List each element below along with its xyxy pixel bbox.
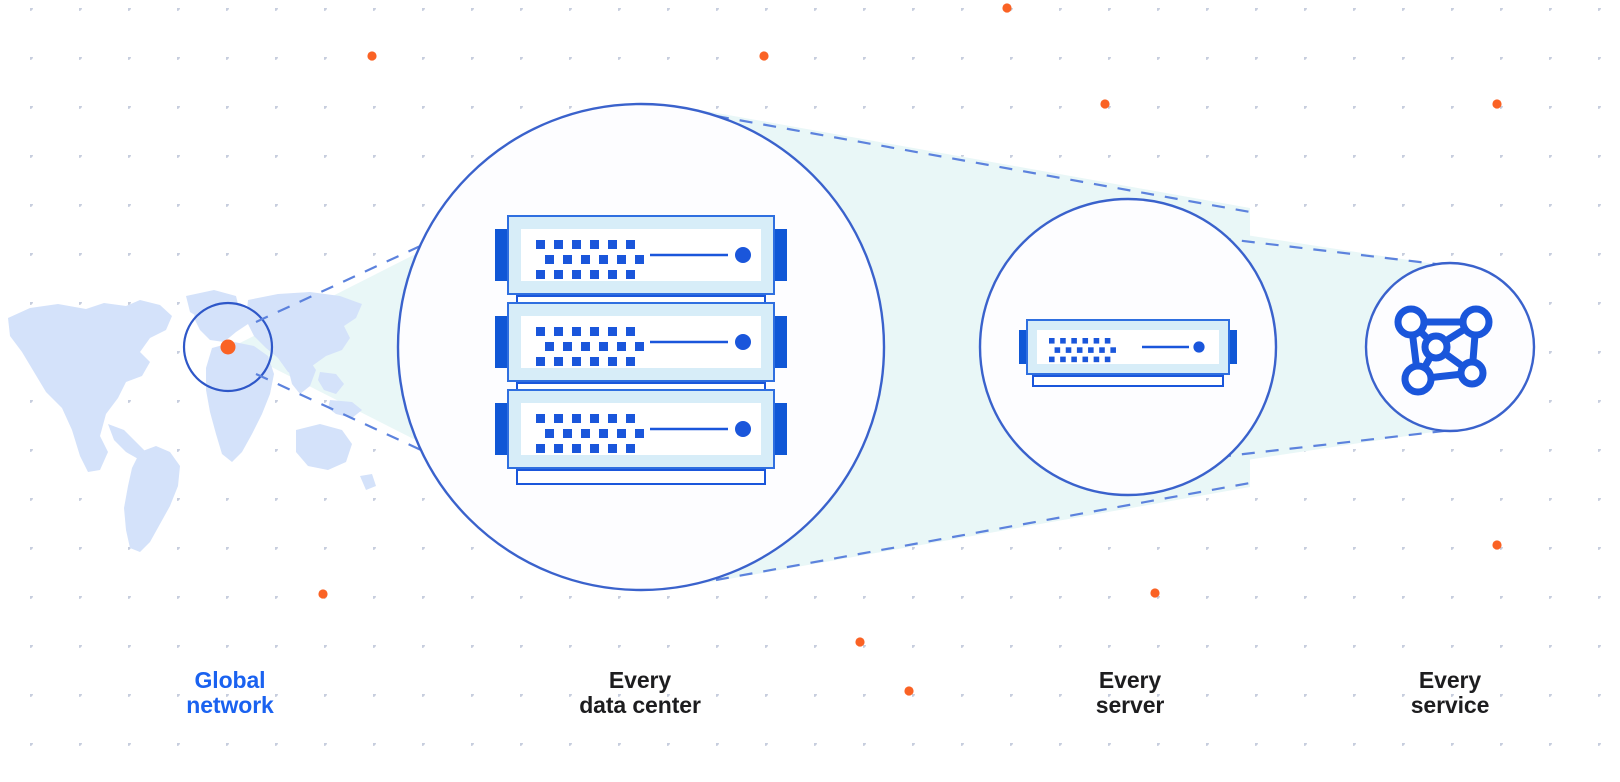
dashed-line-server-bottom bbox=[1217, 426, 1471, 459]
server-rack-icon bbox=[495, 215, 787, 485]
rack-unit-status-dot bbox=[735, 421, 751, 437]
highlight-dot bbox=[904, 686, 914, 696]
highlight-dot bbox=[1150, 588, 1160, 598]
server-base-bar bbox=[1032, 375, 1224, 387]
mesh-node bbox=[1457, 358, 1487, 388]
dashed-line-dc-top bbox=[715, 114, 1251, 214]
world-map-icon bbox=[8, 290, 376, 552]
highlight-dots bbox=[318, 3, 1502, 696]
highlight-dot bbox=[367, 51, 377, 61]
rack-unit-status-dot bbox=[735, 247, 751, 263]
mesh-node bbox=[1421, 332, 1451, 362]
rack-unit bbox=[495, 302, 787, 382]
rack-base-bar bbox=[516, 469, 766, 485]
service-stage bbox=[1364, 261, 1536, 433]
rack-unit bbox=[495, 215, 787, 295]
stage-label-global-network: Global network bbox=[186, 667, 274, 718]
rack-unit-status-dot bbox=[735, 334, 751, 350]
highlight-dot bbox=[1492, 540, 1502, 550]
highlight-dot bbox=[759, 51, 769, 61]
global-network-zoom-circle bbox=[182, 301, 274, 393]
mesh-nodes bbox=[1394, 305, 1493, 396]
mesh-node bbox=[1394, 305, 1428, 339]
server-stage bbox=[978, 197, 1278, 497]
rack-unit bbox=[495, 389, 787, 469]
single-server-icon bbox=[1019, 319, 1237, 387]
data-center-stage bbox=[396, 102, 886, 592]
highlight-dot bbox=[1492, 99, 1502, 109]
stage-label-service: Every service bbox=[1410, 667, 1490, 718]
dashed-line-server-top bbox=[1217, 236, 1471, 270]
mesh-node bbox=[1401, 362, 1435, 396]
server-status-dot bbox=[1193, 341, 1205, 353]
stage-label-data-center: Every data center bbox=[579, 667, 701, 718]
highlight-dot bbox=[1002, 3, 1012, 13]
global-network-location-marker bbox=[220, 339, 236, 355]
dashed-line-dc-bottom bbox=[715, 481, 1251, 582]
mesh-node bbox=[1459, 305, 1493, 339]
highlight-dot bbox=[1100, 99, 1110, 109]
highlight-dot bbox=[855, 637, 865, 647]
highlight-dot bbox=[318, 589, 328, 599]
stage-label-server: Every server bbox=[1095, 667, 1165, 718]
